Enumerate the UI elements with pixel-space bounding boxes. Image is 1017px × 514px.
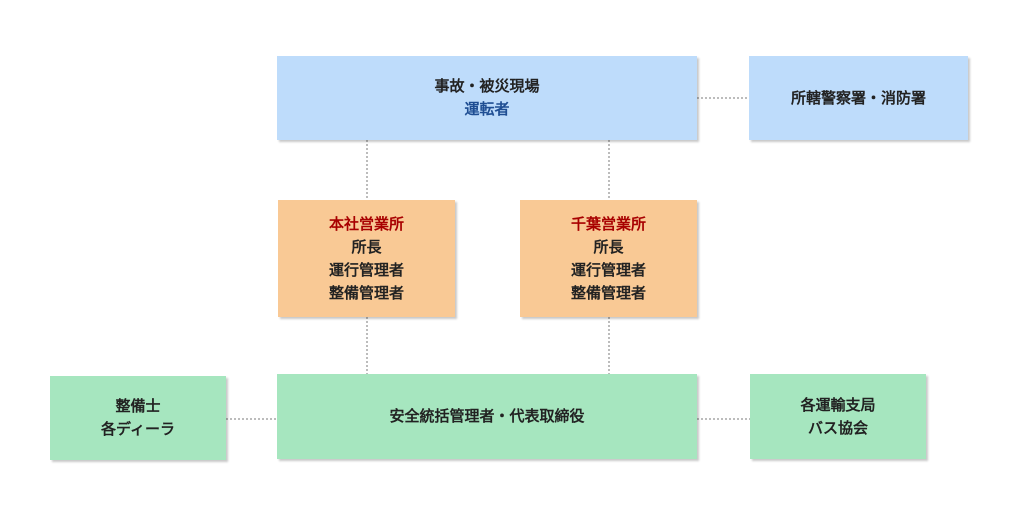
chiba-office-operations-manager: 運行管理者 [570, 260, 646, 279]
head-office-director: 所長 [351, 237, 382, 256]
chiba-office-box: 千葉営業所 所長 運行管理者 整備管理者 [520, 200, 697, 317]
dealers-label: 各ディーラ [101, 420, 175, 438]
head-office-maintenance-manager: 整備管理者 [328, 283, 404, 302]
driver-label: 運転者 [464, 100, 510, 118]
accident-scene-label: 事故・被災現場 [434, 77, 540, 95]
transport-bureau-box: 各運輸支局 バス協会 [750, 374, 926, 459]
safety-manager-label: 安全統括管理者・代表取締役 [389, 407, 585, 425]
transport-bureau-label: 各運輸支局 [800, 395, 876, 414]
police-fire-label: 所轄警察署・消防署 [790, 88, 926, 107]
mechanics-label: 整備士 [115, 397, 161, 415]
bus-association-label: バス協会 [807, 418, 868, 437]
chiba-office-maintenance-manager: 整備管理者 [570, 283, 646, 302]
accident-scene-box: 事故・被災現場 運転者 [277, 56, 697, 140]
head-office-box: 本社営業所 所長 運行管理者 整備管理者 [278, 200, 455, 317]
police-fire-box: 所轄警察署・消防署 [749, 56, 968, 140]
mechanics-box: 整備士 各ディーラ [50, 376, 226, 460]
safety-manager-box: 安全統括管理者・代表取締役 [277, 374, 697, 459]
head-office-operations-manager: 運行管理者 [328, 260, 404, 279]
chiba-office-director: 所長 [593, 237, 624, 256]
head-office-name: 本社営業所 [328, 214, 404, 233]
chiba-office-name: 千葉営業所 [570, 214, 646, 233]
